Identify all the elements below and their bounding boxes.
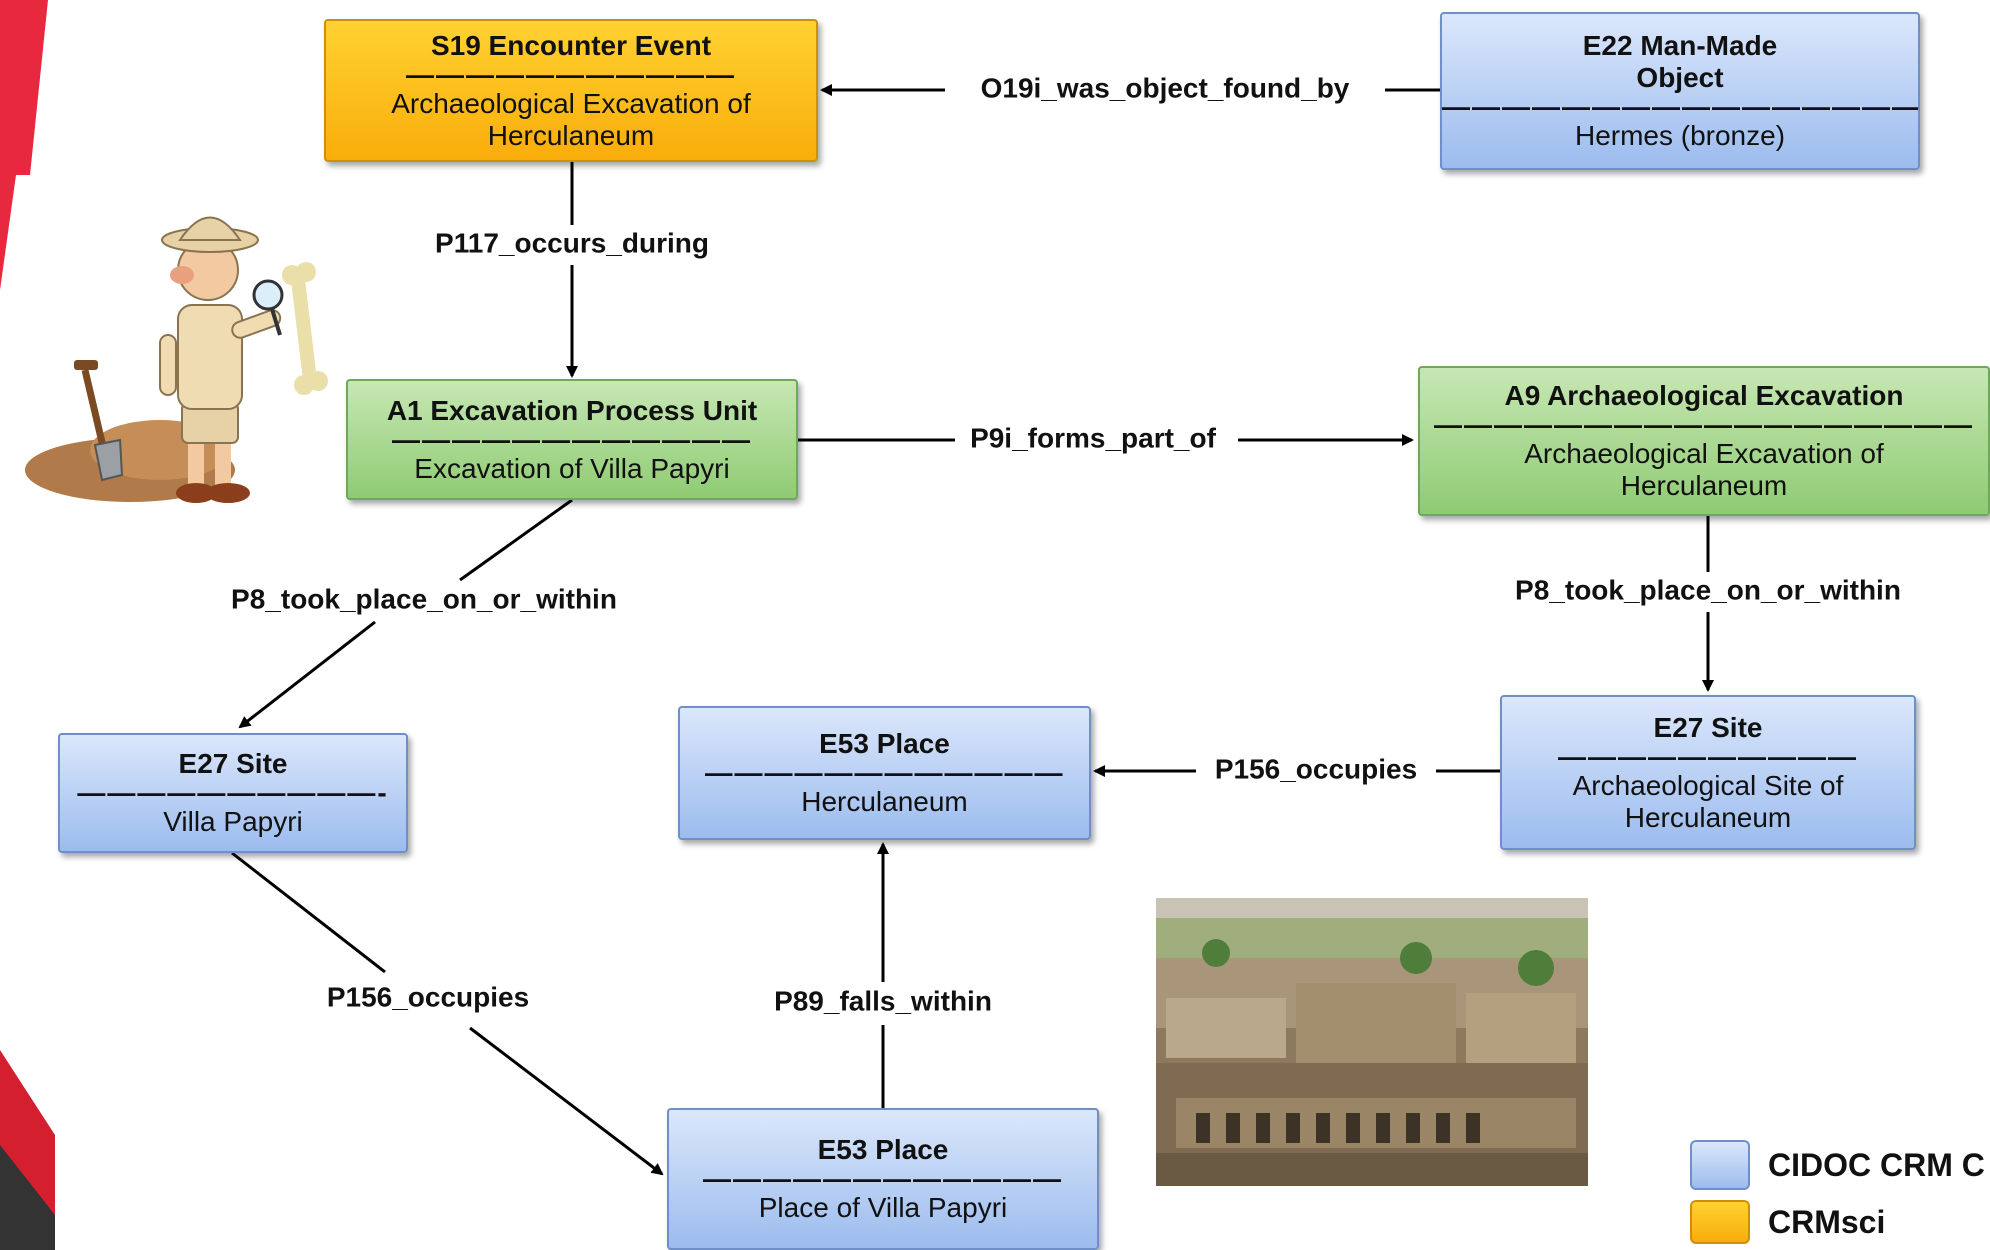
legend-label: CRMsci bbox=[1768, 1203, 1886, 1240]
node-s19-encounter-event[interactable]: S19 Encounter Event ——————————— Archaeol… bbox=[324, 19, 818, 162]
node-separator: ———————————— bbox=[704, 760, 1065, 786]
node-a9-archaeological-excavation[interactable]: A9 Archaeological Excavation ———————————… bbox=[1418, 366, 1990, 516]
edge-label-p89: P89_falls_within bbox=[774, 985, 992, 1016]
edge-p8-a1-line-a bbox=[459, 498, 573, 582]
node-instance-label: Excavation of Villa Papyri bbox=[414, 452, 730, 484]
node-instance-label: Archaeological Excavation of Herculaneum bbox=[1524, 438, 1884, 501]
herculaneum-ruins-photo bbox=[1156, 898, 1588, 1186]
node-e27-site-archaeological-herculaneum[interactable]: E27 Site —————————— Archaeological Site … bbox=[1500, 695, 1916, 850]
red-corner-decoration-bottom bbox=[0, 1050, 55, 1250]
node-instance-label: Archaeological Excavation of Herculaneum bbox=[391, 87, 751, 151]
legend-label: CIDOC CRM C bbox=[1768, 1146, 1985, 1183]
node-e27-site-villa-papyri[interactable]: E27 Site ——————————- Villa Papyri bbox=[58, 733, 408, 853]
red-corner-decoration-top bbox=[0, 0, 48, 290]
edge-label-p8-a1: P8_took_place_on_or_within bbox=[231, 583, 617, 614]
legend-item-cidoc-crm: CIDOC CRM C bbox=[1690, 1140, 1985, 1190]
edge-p156-l-line-b bbox=[469, 1026, 664, 1176]
node-separator: —————————————————— bbox=[1434, 412, 1974, 438]
node-instance-label: Hermes (bronze) bbox=[1574, 120, 1786, 151]
edge-p8-a1-line-b bbox=[238, 620, 376, 729]
node-separator: —————————— bbox=[1558, 743, 1858, 770]
node-instance-label: Place of Villa Papyri bbox=[758, 1192, 1008, 1223]
node-separator: ———————————— bbox=[392, 426, 752, 453]
node-e22-man-made-object[interactable]: E22 Man-Made Object ———————————————— Her… bbox=[1440, 12, 1920, 170]
edge-label-o19i: O19i_was_object_found_by bbox=[981, 72, 1350, 103]
edge-label-p156-left: P156_occupies bbox=[327, 981, 529, 1012]
node-type-label: E53 Place bbox=[819, 728, 950, 759]
edge-label-p9i: P9i_forms_part_of bbox=[970, 422, 1217, 453]
node-separator: ———————————— bbox=[703, 1166, 1063, 1192]
node-separator: ——————————- bbox=[77, 780, 389, 806]
legend-item-crmsci: CRMsci bbox=[1690, 1200, 1885, 1244]
node-type-label: A9 Archaeological Excavation bbox=[1504, 380, 1904, 411]
edge-p156-l-line-a bbox=[231, 851, 386, 974]
node-type-label: E22 Man-Made Object bbox=[1582, 30, 1778, 93]
node-instance-label: Villa Papyri bbox=[163, 806, 303, 837]
node-type-label: E27 Site bbox=[178, 748, 288, 779]
archaeologist-illustration bbox=[25, 216, 328, 503]
edge-label-p8-a9: P8_took_place_on_or_within bbox=[1515, 574, 1901, 605]
node-type-label: E53 Place bbox=[817, 1134, 949, 1165]
node-e53-place-herculaneum[interactable]: E53 Place ———————————— Herculaneum bbox=[678, 706, 1091, 840]
node-instance-label: Herculaneum bbox=[801, 786, 968, 817]
node-instance-label: Archaeological Site of Herculaneum bbox=[1572, 769, 1844, 833]
legend-swatch-orange bbox=[1690, 1200, 1750, 1244]
node-type-label: E27 Site bbox=[1653, 711, 1763, 743]
node-a1-excavation-process-unit[interactable]: A1 Excavation Process Unit ———————————— … bbox=[346, 379, 798, 500]
node-type-label: A1 Excavation Process Unit bbox=[386, 394, 758, 426]
edge-label-p156-right: P156_occupies bbox=[1215, 753, 1417, 784]
edge-label-p117: P117_occurs_during bbox=[435, 227, 709, 258]
node-separator: ———————————————— bbox=[1442, 94, 1918, 120]
legend-swatch-blue bbox=[1690, 1140, 1750, 1190]
node-e53-place-of-villa-papyri[interactable]: E53 Place ———————————— Place of Villa Pa… bbox=[667, 1108, 1099, 1250]
node-separator: ——————————— bbox=[406, 61, 736, 88]
node-type-label: S19 Encounter Event bbox=[430, 29, 712, 61]
